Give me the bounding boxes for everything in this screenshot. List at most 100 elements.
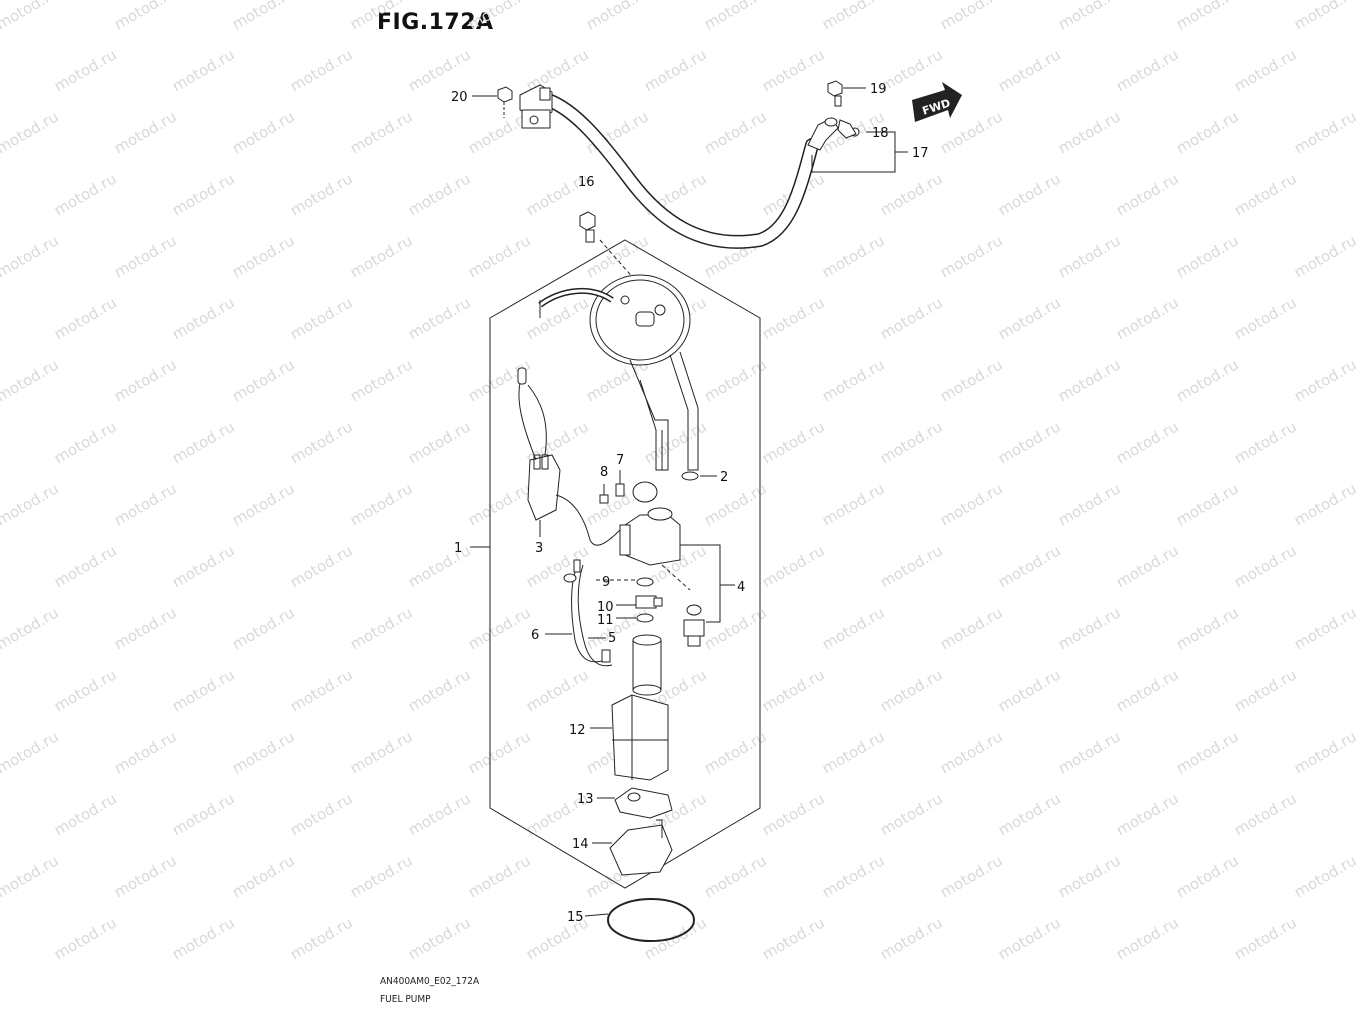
watermark-text: motod.ru — [1113, 45, 1182, 95]
watermark-text: motod.ru — [1231, 541, 1300, 591]
watermark-text: motod.ru — [111, 355, 180, 405]
watermark-text: motod.ru — [229, 479, 298, 529]
watermark-text: motod.ru — [465, 231, 534, 281]
watermark-text: motod.ru — [111, 851, 180, 901]
watermark-text: motod.ru — [1173, 355, 1242, 405]
watermark-text: motod.ru — [287, 541, 356, 591]
watermark-text: motod.ru — [465, 479, 534, 529]
fuel-pump-5 — [632, 634, 662, 696]
level-sensor-3 — [517, 367, 621, 546]
bracket-17 — [811, 131, 896, 173]
watermark-text: motod.ru — [0, 913, 2, 963]
watermark-text: motod.ru — [169, 789, 238, 839]
figure-name: FUEL PUMP — [380, 994, 431, 1005]
watermark-text: motod.ru — [937, 851, 1006, 901]
watermark-text: motod.ru — [877, 417, 946, 467]
watermark-text: motod.ru — [1173, 107, 1242, 157]
watermark-text: motod.ru — [169, 913, 238, 963]
figure-title: FIG.172A — [377, 10, 494, 35]
watermark-text: motod.ru — [759, 45, 828, 95]
watermark-text: motod.ru — [0, 727, 62, 777]
watermark-text: motod.ru — [465, 603, 534, 653]
watermark-text: motod.ru — [1291, 231, 1360, 281]
watermark-text: motod.ru — [1231, 169, 1300, 219]
callout-11: 11 — [597, 613, 614, 628]
watermark-text: motod.ru — [995, 665, 1064, 715]
clip-7 — [615, 470, 625, 497]
filter-holder-12 — [611, 694, 669, 781]
watermark-text: motod.ru — [819, 0, 888, 33]
watermark-text: motod.ru — [995, 541, 1064, 591]
watermark-text: motod.ru — [0, 789, 2, 839]
watermark-text: motod.ru — [51, 45, 120, 95]
watermark-text: motod.ru — [51, 293, 120, 343]
watermark-text: motod.ru — [1231, 417, 1300, 467]
watermark-text: motod.ru — [937, 355, 1006, 405]
watermark-text: motod.ru — [877, 541, 946, 591]
watermark-text: motod.ru — [995, 789, 1064, 839]
watermark-text: motod.ru — [583, 0, 652, 33]
watermark-text: motod.ru — [877, 789, 946, 839]
watermark-text: motod.ru — [1231, 789, 1300, 839]
watermark-text: motod.ru — [51, 541, 120, 591]
watermark-text: motod.ru — [1291, 107, 1360, 157]
watermark-text: motod.ru — [465, 851, 534, 901]
watermark-text: motod.ru — [1055, 355, 1124, 405]
watermark-text: motod.ru — [1291, 0, 1360, 33]
watermark-text: motod.ru — [111, 727, 180, 777]
watermark-text: motod.ru — [465, 727, 534, 777]
watermark-text: motod.ru — [169, 169, 238, 219]
watermark-text: motod.ru — [0, 665, 2, 715]
watermark-text: motod.ru — [523, 665, 592, 715]
watermark-text: motod.ru — [347, 851, 416, 901]
watermark-text: motod.ru — [877, 293, 946, 343]
watermark-text: motod.ru — [523, 541, 592, 591]
watermark-text: motod.ru — [347, 603, 416, 653]
watermark-text: motod.ru — [287, 665, 356, 715]
watermark-text: motod.ru — [995, 293, 1064, 343]
watermark-text: motod.ru — [819, 851, 888, 901]
watermark-text: motod.ru — [819, 231, 888, 281]
callout-16: 16 — [578, 175, 595, 190]
watermark-text: motod.ru — [759, 541, 828, 591]
watermark-text: motod.ru — [1173, 603, 1242, 653]
clip-18 — [837, 119, 860, 139]
watermark-text: motod.ru — [1231, 293, 1300, 343]
watermark-text: motod.ru — [229, 355, 298, 405]
watermark-text: motod.ru — [229, 231, 298, 281]
watermark-text: motod.ru — [347, 107, 416, 157]
watermark-text: motod.ru — [405, 789, 474, 839]
watermark-text: motod.ru — [819, 727, 888, 777]
pump-flange — [538, 274, 691, 366]
check-valve-4 — [683, 604, 705, 647]
watermark-text: motod.ru — [111, 603, 180, 653]
watermark-text: motod.ru — [1173, 0, 1242, 33]
bolt-16 — [579, 211, 596, 243]
watermark-text: motod.ru — [0, 603, 62, 653]
watermark-text: motod.ru — [287, 169, 356, 219]
watermark-text: motod.ru — [229, 107, 298, 157]
watermark-text: motod.ru — [1113, 417, 1182, 467]
watermark-text: motod.ru — [111, 0, 180, 33]
watermark-text: motod.ru — [995, 45, 1064, 95]
watermark-text: motod.ru — [0, 479, 62, 529]
callout-2: 2 — [720, 470, 728, 485]
watermark-text: motod.ru — [0, 355, 62, 405]
watermark-text: motod.ru — [995, 913, 1064, 963]
fuel-hose — [541, 93, 819, 249]
watermark-text: motod.ru — [287, 913, 356, 963]
watermark-text: motod.ru — [1055, 0, 1124, 33]
watermark-text: motod.ru — [995, 417, 1064, 467]
watermark-text: motod.ru — [641, 45, 710, 95]
watermark-text: motod.ru — [287, 417, 356, 467]
watermark-text: motod.ru — [169, 293, 238, 343]
watermark-text: motod.ru — [347, 727, 416, 777]
watermark-text: motod.ru — [1113, 789, 1182, 839]
watermark-text: motod.ru — [111, 107, 180, 157]
watermark-text: motod.ru — [0, 0, 62, 33]
watermark-text: motod.ru — [465, 0, 534, 33]
watermark-text: motod.ru — [701, 727, 770, 777]
watermark-text: motod.ru — [1055, 851, 1124, 901]
callout-13: 13 — [577, 792, 594, 807]
